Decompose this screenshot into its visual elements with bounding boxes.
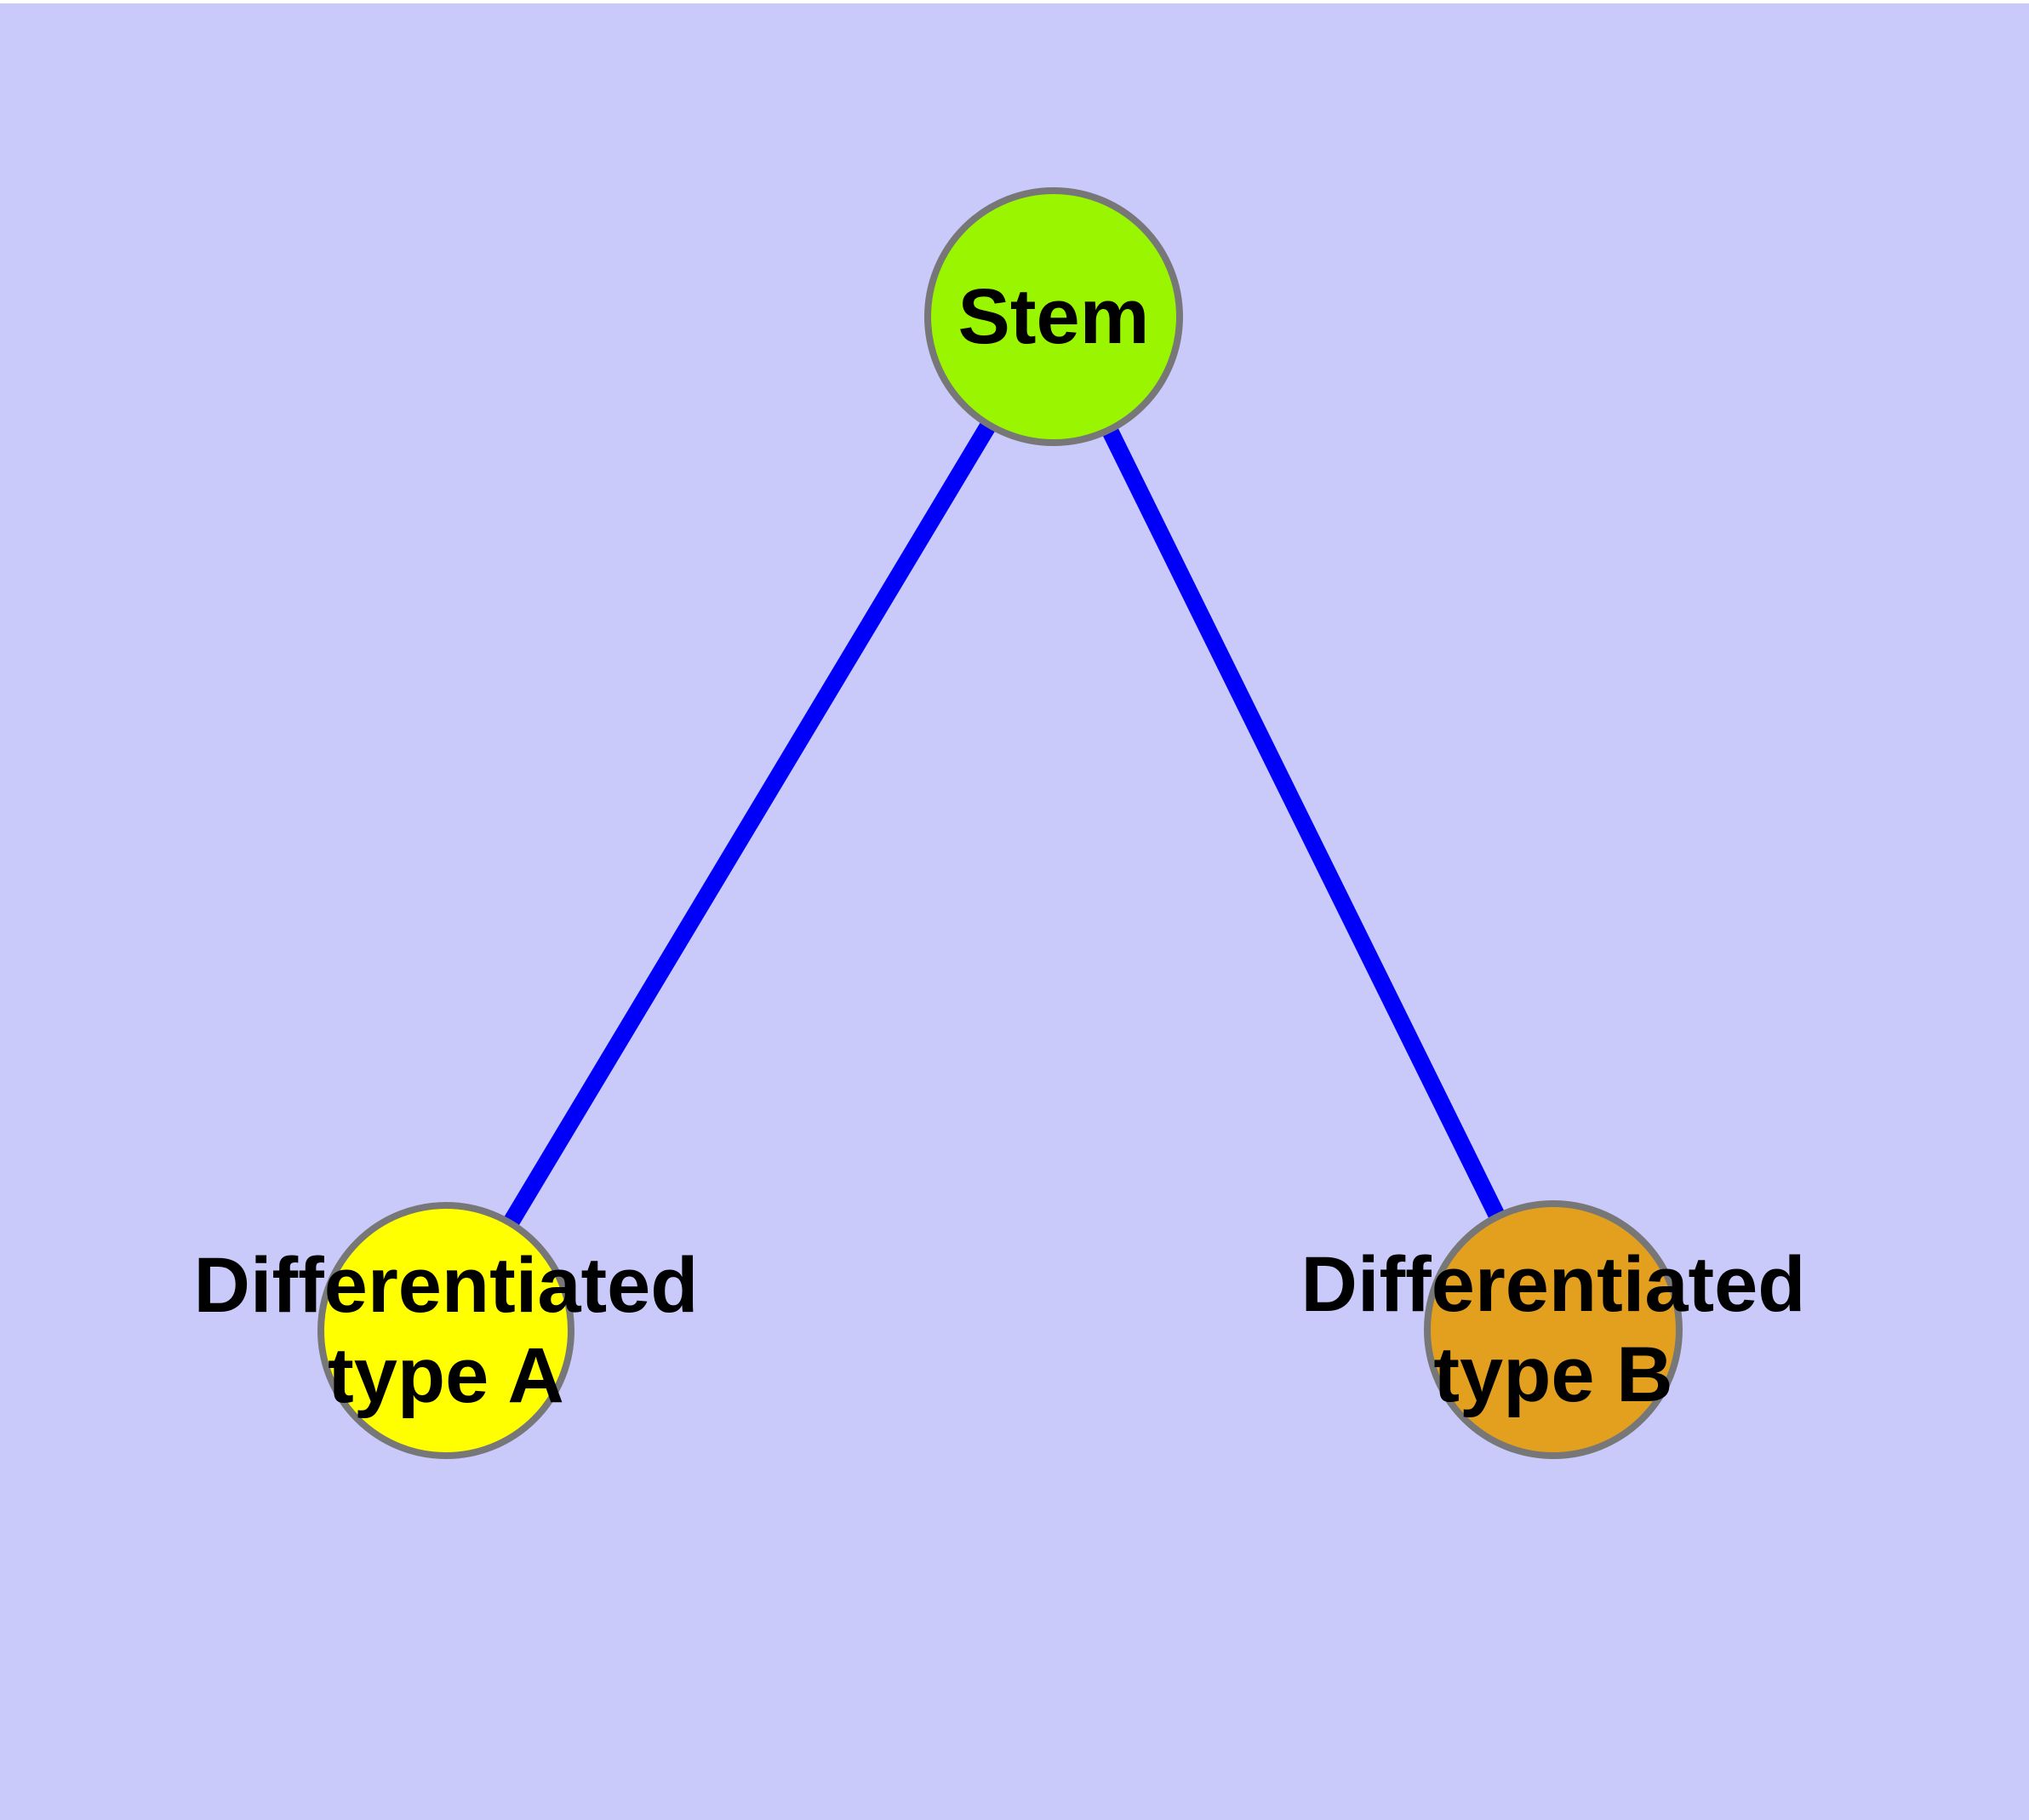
node-differentiated-type-a: Differentiated type A — [194, 1202, 698, 1459]
node-stem: Stem — [924, 187, 1183, 446]
node-differentiated-type-a-label: Differentiated type A — [194, 1240, 699, 1421]
node-differentiated-type-b-label-line2: type B — [1433, 1331, 1673, 1418]
node-differentiated-type-a-label-line1: Differentiated — [193, 1242, 699, 1329]
node-stem-label-line1: Stem — [957, 273, 1150, 360]
edge-stem-to-type-a — [438, 312, 1061, 1336]
node-differentiated-type-a-label-line2: type A — [328, 1332, 564, 1419]
node-stem-label: Stem — [958, 272, 1150, 362]
node-differentiated-type-b: Differentiated type B — [1301, 1200, 1805, 1459]
top-white-strip — [0, 0, 2029, 3]
node-differentiated-type-b-label-line1: Differentiated — [1300, 1241, 1806, 1328]
edge-stem-to-type-b — [1046, 312, 1561, 1334]
node-differentiated-type-b-label: Differentiated type B — [1301, 1239, 1806, 1420]
